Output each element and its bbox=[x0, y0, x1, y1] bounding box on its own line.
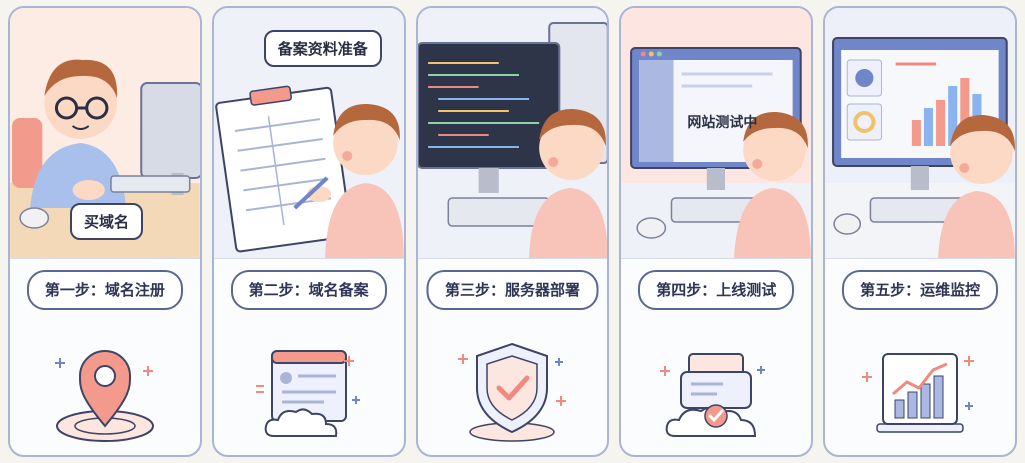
step-label-4: 第四步：上线测试 bbox=[638, 270, 795, 310]
step-panel-2: 备案资料准备 第二步：域名备案 bbox=[211, 6, 406, 457]
step-label-5: 第五步：运维监控 bbox=[842, 270, 999, 310]
document-cloud-icon bbox=[255, 350, 360, 437]
divider bbox=[417, 258, 608, 259]
step-panel-3: 第三步：服务器部署 bbox=[415, 6, 610, 457]
icon-area-2 bbox=[214, 326, 404, 455]
scene-server-deploy bbox=[417, 8, 608, 258]
caption-testing: 网站测试中 bbox=[687, 115, 758, 131]
icon-area-3 bbox=[418, 326, 608, 455]
divider bbox=[10, 258, 200, 259]
step-label-1: 第一步：域名注册 bbox=[26, 270, 183, 310]
server-check-icon bbox=[660, 353, 766, 437]
step-label-3: 第三步：服务器部署 bbox=[426, 270, 598, 310]
divider bbox=[621, 258, 812, 259]
scene-ops-monitoring bbox=[825, 8, 1015, 258]
monitor-chart-icon bbox=[862, 353, 975, 433]
divider bbox=[213, 258, 404, 259]
icon-area-5 bbox=[825, 326, 1015, 455]
step-panel-5: 第五步：运维监控 bbox=[823, 6, 1017, 457]
icon-area-4 bbox=[621, 326, 811, 455]
step-panel-4: 网站测试中 第四步：上线测试 bbox=[619, 6, 814, 457]
step-label-2: 第二步：域名备案 bbox=[230, 270, 387, 310]
step-panel-1: 买域名 第一步：域名注册 bbox=[8, 6, 202, 457]
map-pin-icon bbox=[54, 350, 154, 442]
caption-buy-domain: 买域名 bbox=[70, 203, 144, 240]
divider bbox=[825, 258, 1015, 259]
shield-check-icon bbox=[458, 342, 567, 442]
scene-site-testing: 网站测试中 bbox=[621, 8, 812, 258]
caption-filing-prep: 备案资料准备 bbox=[263, 30, 382, 67]
scene-domain-purchase: 买域名 bbox=[10, 8, 200, 258]
icon-area-1 bbox=[10, 326, 200, 455]
scene-filing-documents: 备案资料准备 bbox=[213, 8, 404, 258]
